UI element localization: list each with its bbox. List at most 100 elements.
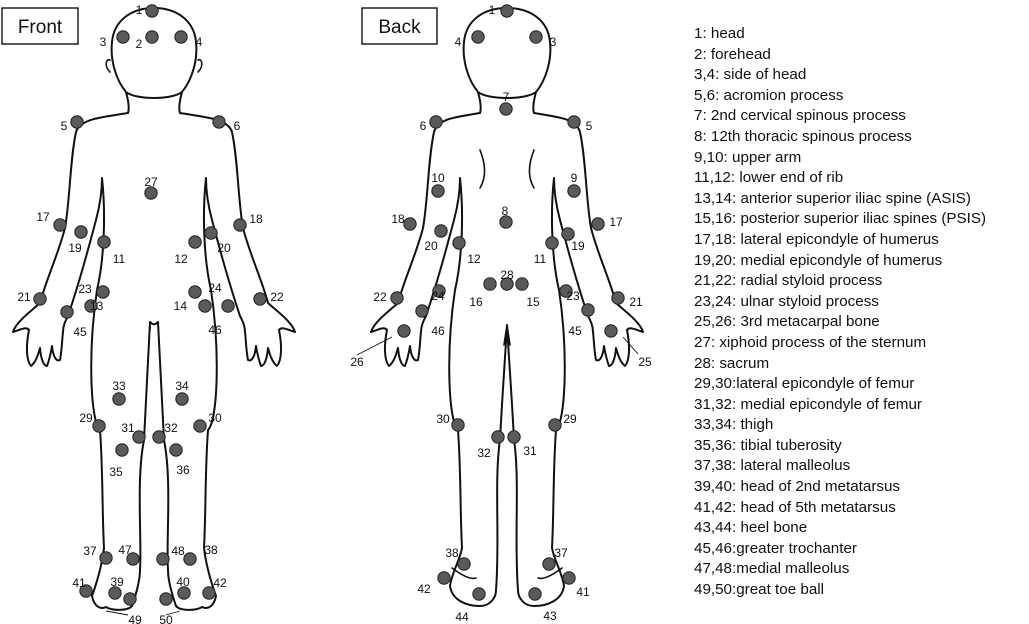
front-marker-number-37: 37 bbox=[83, 544, 97, 558]
leader-line-49 bbox=[105, 610, 129, 616]
back-marker-dot-23 bbox=[559, 284, 573, 298]
back-marker-dot-11 bbox=[545, 236, 559, 250]
legend-item: 11,12: lower end of rib bbox=[694, 169, 844, 187]
legend-item: 21,22: radial styloid process bbox=[694, 272, 883, 290]
legend-item: 23,24: ulnar styloid process bbox=[694, 292, 879, 310]
front-marker-dot-22 bbox=[253, 292, 267, 306]
front-marker-36: 36 bbox=[169, 443, 190, 477]
back-marker-number-38: 38 bbox=[445, 546, 459, 560]
leader-line-50 bbox=[165, 610, 181, 616]
back-marker-dot-28 bbox=[500, 277, 514, 291]
back-marker-number-10: 10 bbox=[431, 171, 445, 185]
front-marker-number-14: 14 bbox=[174, 299, 188, 313]
front-marker-dot-38 bbox=[183, 552, 197, 566]
front-marker-45: 45 bbox=[60, 305, 87, 339]
back-marker-number-23: 23 bbox=[566, 289, 580, 303]
back-marker-number-43: 43 bbox=[543, 609, 557, 623]
front-marker-dot-31 bbox=[132, 430, 146, 444]
legend-item: 29,30:lateral epicondyle of femur bbox=[694, 375, 915, 393]
back-marker-37: 37 bbox=[542, 546, 568, 571]
back-marker-dot-31 bbox=[507, 430, 521, 444]
front-marker-dot-40 bbox=[177, 586, 191, 600]
front-marker-dot-6 bbox=[212, 115, 226, 129]
leader-line-25 bbox=[622, 336, 639, 355]
front-marker-39: 39 bbox=[108, 575, 124, 600]
front-marker-dot-11 bbox=[97, 235, 111, 249]
front-marker-2: 2 bbox=[136, 30, 159, 51]
front-marker-number-11: 11 bbox=[113, 252, 126, 266]
back-marker-number-41: 41 bbox=[576, 585, 590, 599]
front-marker-34: 34 bbox=[175, 379, 189, 406]
back-marker-25: 25 bbox=[604, 324, 652, 369]
back-marker-number-42: 42 bbox=[417, 582, 431, 596]
back-marker-dot-44 bbox=[472, 587, 486, 601]
legend-item: 41,42: head of 5th metatarsus bbox=[694, 498, 896, 516]
legend-item: 3,4: side of head bbox=[694, 66, 807, 84]
front-marker-4: 4 bbox=[174, 30, 203, 49]
front-marker-22: 22 bbox=[253, 290, 284, 306]
back-marker-number-3: 3 bbox=[550, 35, 557, 49]
back-marker-number-9: 9 bbox=[571, 171, 578, 185]
back-marker-dot-46 bbox=[415, 304, 429, 318]
front-marker-number-12: 12 bbox=[174, 252, 188, 266]
front-marker-dot-4 bbox=[174, 30, 188, 44]
front-marker-17: 17 bbox=[36, 210, 67, 232]
leader-line-26 bbox=[356, 336, 393, 356]
back-label-box bbox=[361, 7, 438, 45]
front-marker-number-3: 3 bbox=[100, 35, 107, 49]
front-marker-number-21: 21 bbox=[17, 290, 31, 304]
back-marker-7: 7 bbox=[499, 90, 513, 116]
front-marker-number-19: 19 bbox=[68, 241, 82, 255]
back-marker-number-30: 30 bbox=[436, 412, 450, 426]
marker-legend: 1: head 2: forehead 3,4: side of head 5,… bbox=[694, 24, 986, 601]
front-marker-number-4: 4 bbox=[196, 35, 203, 49]
front-marker-dot-37 bbox=[99, 551, 113, 565]
front-marker-number-31: 31 bbox=[121, 421, 135, 435]
front-marker-48: 48 bbox=[156, 544, 185, 566]
back-marker-22: 22 bbox=[373, 290, 404, 305]
front-marker-38: 38 bbox=[183, 543, 218, 566]
back-marker-23: 23 bbox=[559, 284, 580, 303]
front-marker-number-46: 46 bbox=[208, 323, 222, 337]
back-marker-3: 3 bbox=[529, 30, 557, 49]
front-marker-number-2: 2 bbox=[136, 37, 143, 51]
back-marker-number-31: 31 bbox=[523, 444, 537, 458]
front-marker-dot-35 bbox=[115, 443, 129, 457]
back-marker-number-28: 28 bbox=[500, 268, 514, 282]
front-marker-number-30: 30 bbox=[208, 411, 222, 425]
legend-item: 28: sacrum bbox=[694, 354, 770, 372]
back-marker-number-15: 15 bbox=[526, 295, 540, 309]
front-marker-number-34: 34 bbox=[175, 379, 189, 393]
legend-item: 15,16: posterior superior iliac spines (… bbox=[694, 210, 987, 228]
back-marker-20: 20 bbox=[424, 224, 448, 253]
back-marker-32: 32 bbox=[477, 430, 505, 460]
front-marker-29: 29 bbox=[79, 411, 106, 433]
front-marker-dot-1 bbox=[145, 4, 159, 18]
back-marker-dot-15 bbox=[515, 277, 529, 291]
legend-item: 49,50:great toe ball bbox=[694, 581, 825, 599]
front-marker-number-35: 35 bbox=[109, 465, 123, 479]
back-marker-8: 8 bbox=[499, 204, 513, 229]
front-marker-number-38: 38 bbox=[204, 543, 218, 557]
back-marker-dot-38 bbox=[457, 557, 471, 571]
front-marker-35: 35 bbox=[109, 443, 129, 479]
front-marker-dot-23 bbox=[96, 285, 110, 299]
front-marker-dot-46 bbox=[221, 299, 235, 313]
back-marker-number-7: 7 bbox=[503, 90, 510, 104]
back-marker-dot-21 bbox=[611, 291, 625, 305]
front-marker-number-6: 6 bbox=[234, 119, 241, 133]
back-marker-number-46: 46 bbox=[431, 324, 445, 338]
front-marker-dot-20 bbox=[204, 226, 218, 240]
back-marker-number-11: 11 bbox=[534, 252, 547, 266]
front-body-outline bbox=[12, 7, 296, 611]
back-marker-dot-45 bbox=[581, 303, 595, 317]
front-marker-number-1: 1 bbox=[136, 3, 143, 17]
back-marker-number-24: 24 bbox=[431, 289, 445, 303]
back-marker-number-18: 18 bbox=[391, 212, 405, 226]
front-marker-number-50: 50 bbox=[159, 613, 173, 624]
front-marker-18: 18 bbox=[233, 212, 263, 232]
front-marker-number-45: 45 bbox=[73, 325, 87, 339]
front-marker-37: 37 bbox=[83, 544, 113, 565]
back-marker-30: 30 bbox=[436, 412, 465, 432]
